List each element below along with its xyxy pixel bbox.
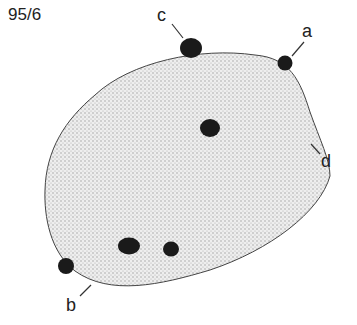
figure-number: 95/6 xyxy=(8,6,41,23)
part-letter: b xyxy=(66,296,76,314)
leader-lines xyxy=(80,24,320,296)
part-letter: d xyxy=(321,152,331,170)
part-letter: c xyxy=(157,6,166,24)
granules xyxy=(58,38,293,274)
part-letter: a xyxy=(302,22,312,40)
cell-outline xyxy=(45,53,330,286)
